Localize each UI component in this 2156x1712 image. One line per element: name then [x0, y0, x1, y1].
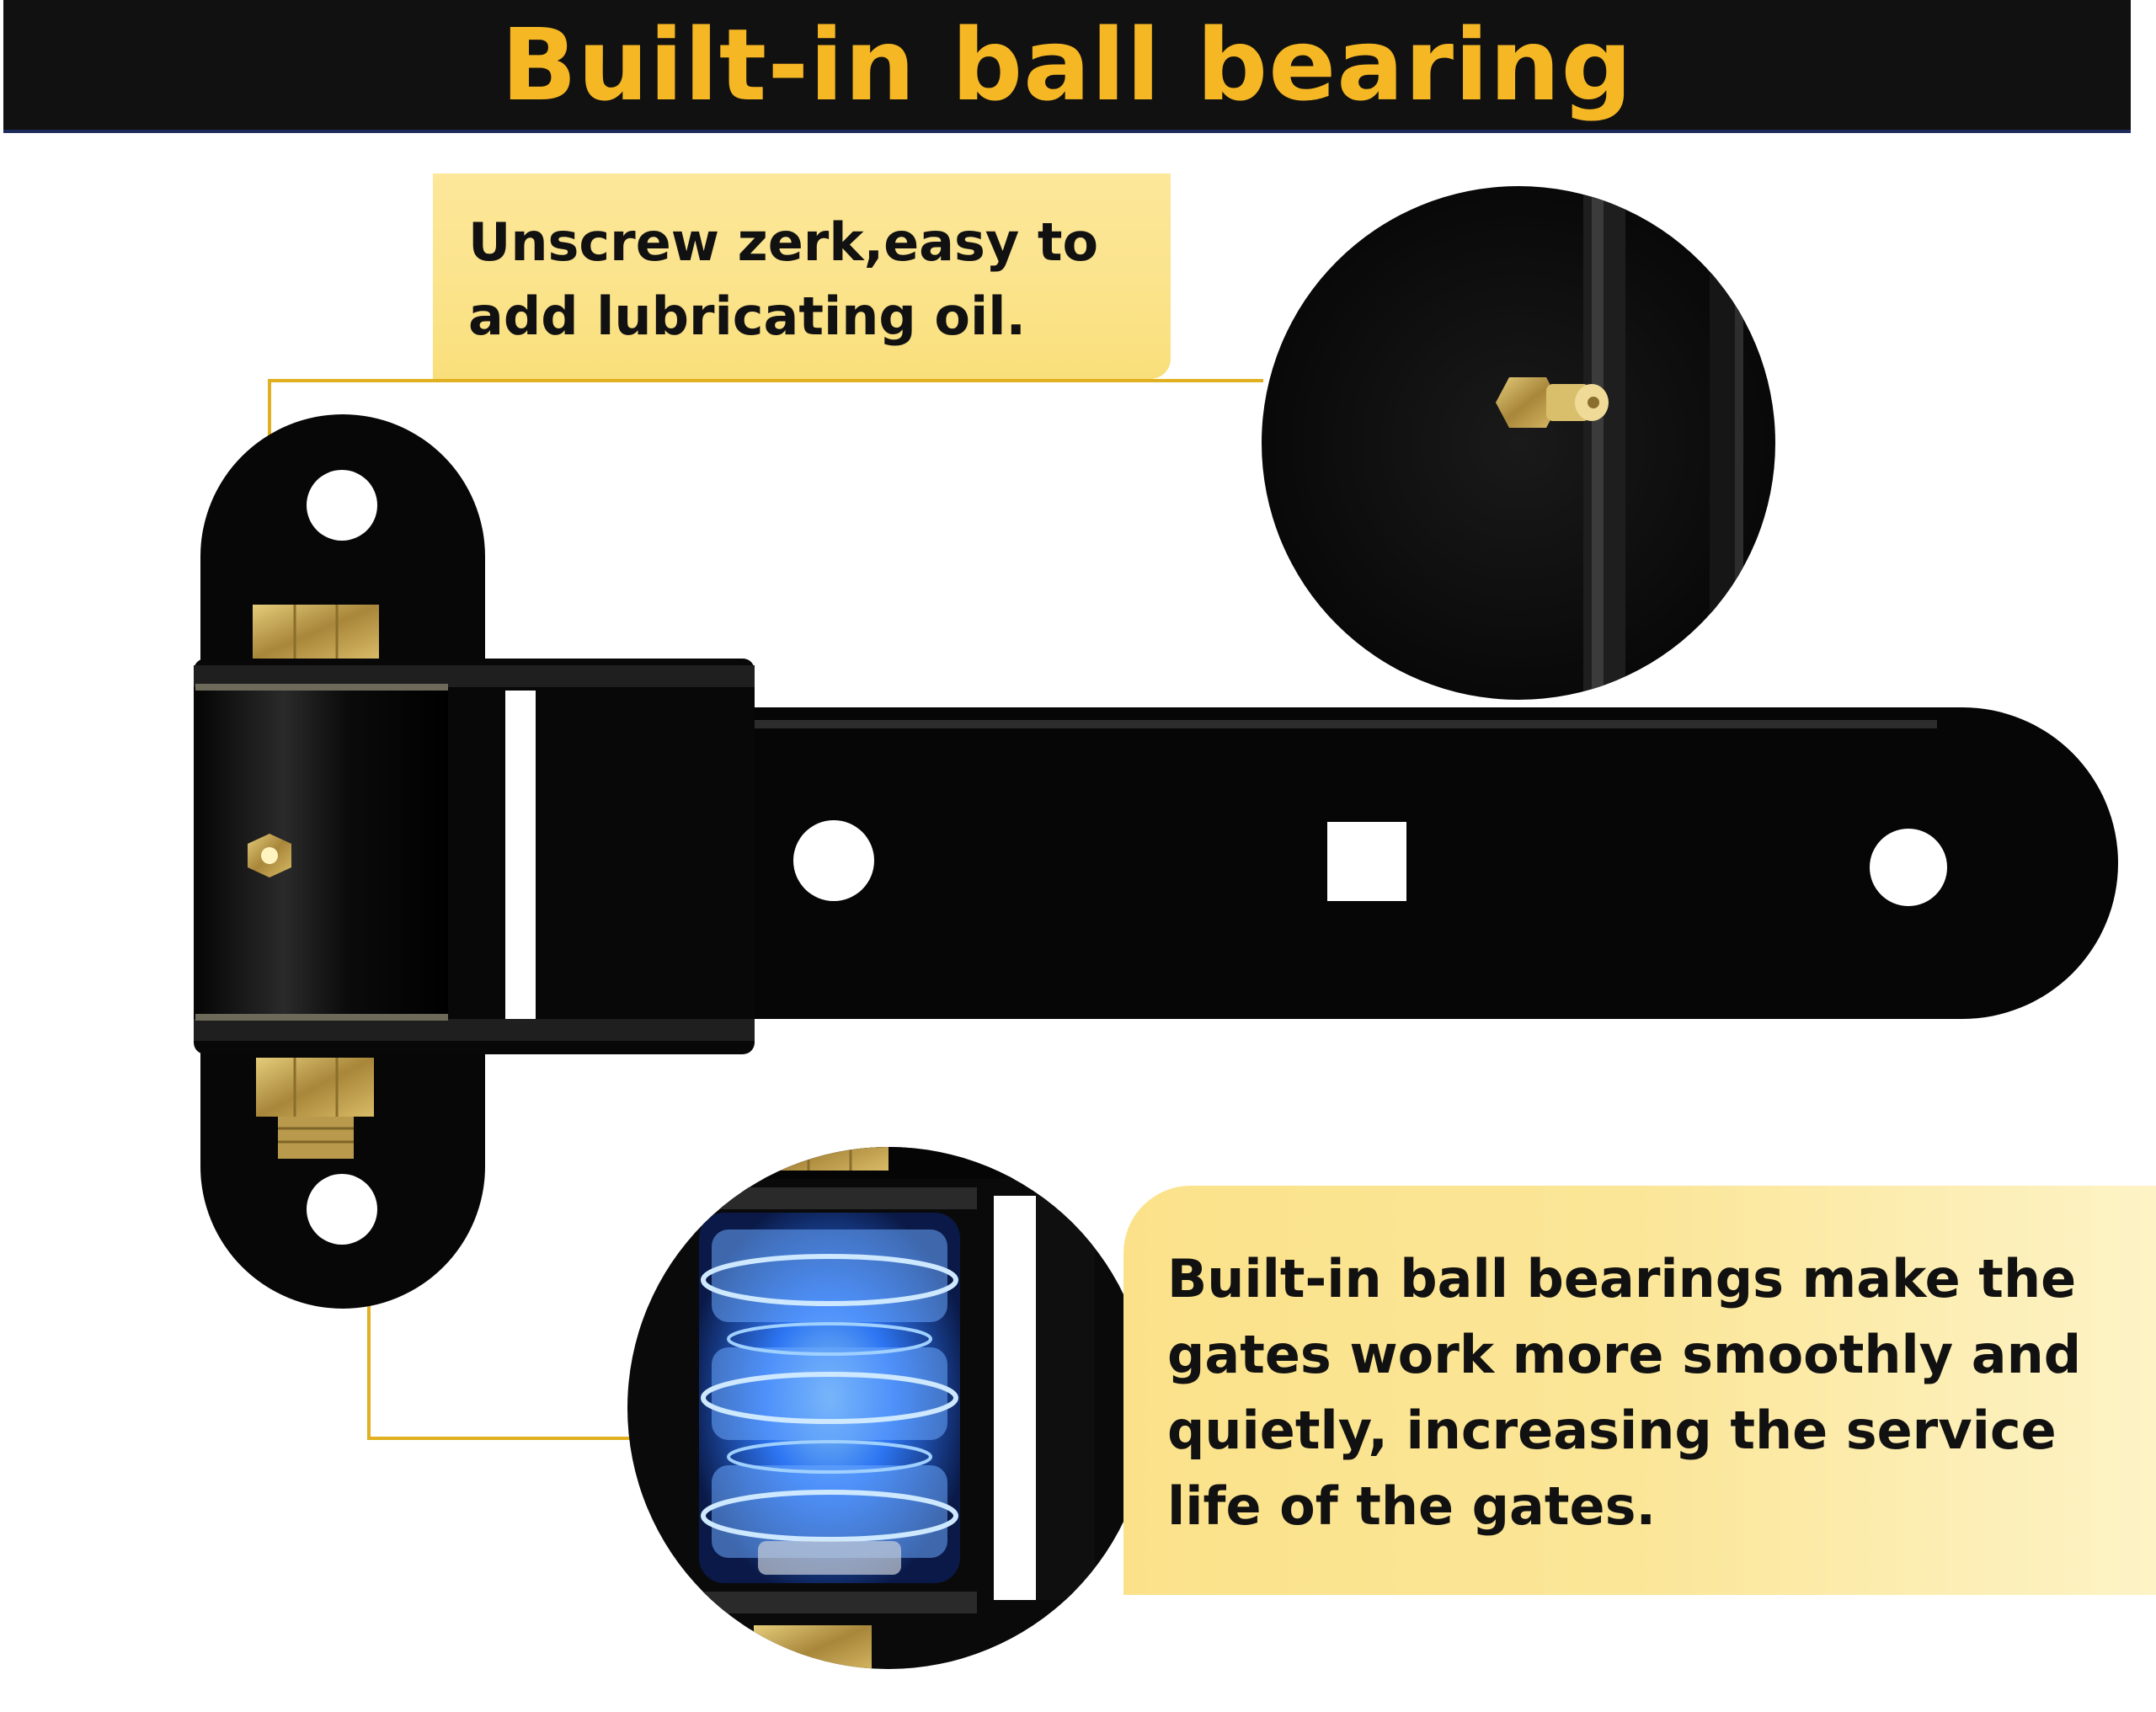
- hex-nut-top: [253, 605, 379, 659]
- hinge-barrel: [195, 687, 448, 1019]
- callout-zerk-line-1: Unscrew zerk,easy to: [468, 211, 1099, 273]
- plate-hole-top: [307, 470, 377, 541]
- title-banner: Built-in ball bearing: [3, 0, 2131, 133]
- page-title: Built-in ball bearing: [500, 7, 1634, 123]
- grease-zerk: [248, 834, 291, 877]
- strap-hole-round: [793, 820, 874, 901]
- callout-bearing-line-3: quietly, increasing the service: [1167, 1400, 2057, 1461]
- callout-bearing-line-1: Built-in ball bearings make the: [1167, 1248, 2077, 1309]
- callout-bearing-line-2: gates work more smoothly and: [1167, 1324, 2082, 1385]
- zerk-fitting-closeup: [1496, 377, 1609, 428]
- hex-nut-bottom: [256, 1058, 374, 1159]
- strap-hole-square: [1327, 822, 1406, 901]
- callout-bearing: Built-in ball bearings make the gates wo…: [1123, 1186, 2156, 1595]
- plate-hole-bottom: [307, 1174, 377, 1245]
- callout-zerk-line-2: add lubricating oil.: [468, 285, 1027, 347]
- strap-hole-end: [1870, 829, 1947, 906]
- hinge-strap: [488, 707, 2118, 1019]
- callout-zerk: Unscrew zerk,easy to add lubricating oil…: [433, 173, 1171, 379]
- callout-bearing-line-4: life of the gates.: [1167, 1475, 1657, 1537]
- ball-bearing-glow: [699, 1213, 960, 1583]
- zoom-bearing-detail: [627, 1147, 1150, 1669]
- zoom-zerk-detail: [1262, 186, 1775, 700]
- hex-nut-zoom-top: [771, 1147, 889, 1171]
- hex-nut-zoom-bottom: [754, 1625, 872, 1669]
